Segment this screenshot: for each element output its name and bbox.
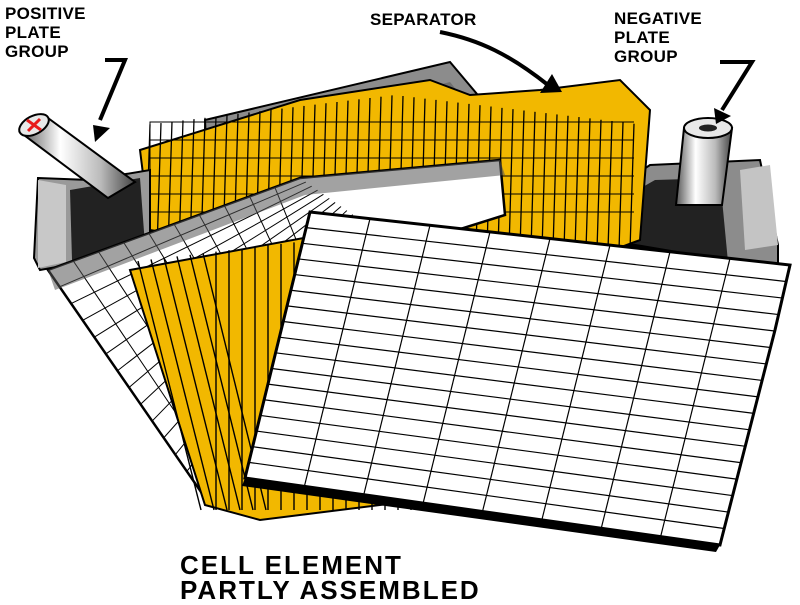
grid-line bbox=[422, 231, 491, 504]
separator-rib bbox=[607, 121, 613, 251]
separator-ridge bbox=[149, 139, 634, 166]
separator-rib bbox=[574, 117, 580, 251]
separator-rib bbox=[137, 260, 202, 511]
negative-plate-group-label: NEGATIVE PLATE GROUP bbox=[614, 9, 702, 66]
separator-ridge bbox=[149, 157, 634, 184]
plus-sign-icon bbox=[26, 117, 42, 133]
separator-rib bbox=[563, 115, 569, 251]
separator-rib bbox=[150, 259, 215, 511]
grid-line bbox=[283, 320, 762, 381]
separator-rib bbox=[596, 119, 602, 251]
label-line: GROUP bbox=[5, 42, 69, 61]
separator-rib bbox=[552, 114, 558, 251]
grid-line bbox=[82, 189, 318, 321]
label-line: GROUP bbox=[614, 47, 678, 66]
grid-line bbox=[267, 383, 745, 447]
grid-line bbox=[271, 367, 749, 431]
grid-line bbox=[252, 446, 729, 513]
grid-line bbox=[294, 273, 774, 332]
grid-line bbox=[363, 225, 431, 495]
separator-rib bbox=[530, 111, 536, 251]
grid-line bbox=[286, 305, 766, 365]
negative-terminal-post bbox=[674, 117, 734, 206]
grid-line bbox=[248, 461, 725, 530]
separator-rib bbox=[541, 113, 547, 251]
separator-rib bbox=[519, 110, 525, 251]
grid-line bbox=[298, 258, 778, 316]
grid-line bbox=[275, 352, 754, 414]
separator-rib bbox=[508, 109, 514, 251]
negative-plate-front bbox=[242, 210, 792, 552]
separator-rib bbox=[629, 123, 635, 251]
separator-label: SEPARATOR bbox=[370, 10, 477, 29]
grid-line bbox=[660, 258, 731, 537]
label-line: PLATE bbox=[614, 28, 670, 47]
caption-line-1: CELL ELEMENT bbox=[180, 550, 403, 580]
separator-rib bbox=[618, 122, 624, 251]
positive-terminal-post bbox=[18, 113, 137, 200]
grid-line bbox=[481, 238, 551, 512]
grid-line bbox=[306, 227, 786, 283]
grid-line bbox=[541, 244, 611, 521]
separator-leader-arrow bbox=[439, 30, 562, 93]
label-line: NEGATIVE bbox=[614, 9, 703, 28]
grid-line bbox=[302, 242, 782, 299]
grid-line bbox=[264, 399, 741, 464]
grid-line bbox=[290, 289, 770, 348]
positive-plate-group-label: POSITIVE PLATE GROUP bbox=[5, 4, 86, 61]
grid-line bbox=[279, 336, 758, 398]
positive-leader-arrow bbox=[93, 58, 128, 142]
negative-leader-arrow bbox=[714, 60, 756, 124]
label-line: PLATE bbox=[5, 23, 61, 42]
grid-line bbox=[256, 430, 733, 497]
grid-line bbox=[260, 414, 737, 480]
caption-line-2: PARTLY ASSEMBLED bbox=[180, 575, 481, 605]
label-line: POSITIVE bbox=[5, 4, 86, 23]
grid-line bbox=[600, 251, 671, 529]
separator-ridge bbox=[149, 121, 634, 148]
grid-line bbox=[303, 218, 371, 487]
